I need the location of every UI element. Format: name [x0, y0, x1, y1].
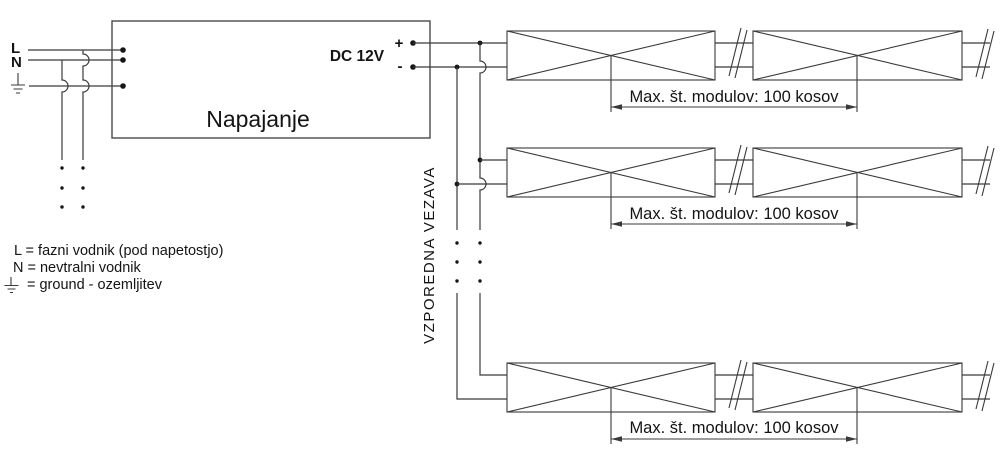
dimension-label-row-3: Max. št. modulov: 100 kosov — [629, 419, 839, 437]
ground-icon — [11, 73, 25, 94]
legend-line-n: N = nevtralni vodnik — [13, 260, 141, 276]
branch-wire-n — [61, 60, 69, 160]
branch-continuation-dots — [60, 166, 85, 209]
feed-wire-minus-row-3 — [456, 293, 507, 400]
bus-continuation-dots — [455, 241, 482, 283]
parallel-bus-positive — [479, 43, 487, 230]
dc-output-label: DC 12V — [330, 48, 385, 65]
terminal-dot-ground — [120, 83, 126, 89]
legend-line-ground: = ground - ozemljitev — [27, 277, 163, 293]
dimension-label-row-2: Max. št. modulov: 100 kosov — [629, 205, 839, 223]
terminal-dot-l — [120, 47, 126, 53]
power-supply-label: Napajanje — [206, 106, 310, 132]
l-terminal-label: L — [11, 40, 20, 57]
branch-wire-l — [82, 50, 90, 160]
dimension-label-row-1: Max. št. modulov: 100 kosov — [629, 88, 839, 106]
power-supply-box — [111, 20, 431, 139]
parallel-connection-label: VZPOREDNA VEZAVA — [421, 166, 438, 344]
plus-terminal-label: + — [395, 35, 404, 52]
legend-ground-icon — [4, 277, 19, 294]
n-terminal-label: N — [11, 54, 22, 71]
feed-wire-plus-row-3 — [479, 293, 507, 376]
minus-terminal-label: - — [398, 58, 403, 75]
legend-line-l: L = fazni vodnik (pod napetostjo) — [14, 243, 223, 259]
terminal-dot-n — [120, 57, 126, 63]
